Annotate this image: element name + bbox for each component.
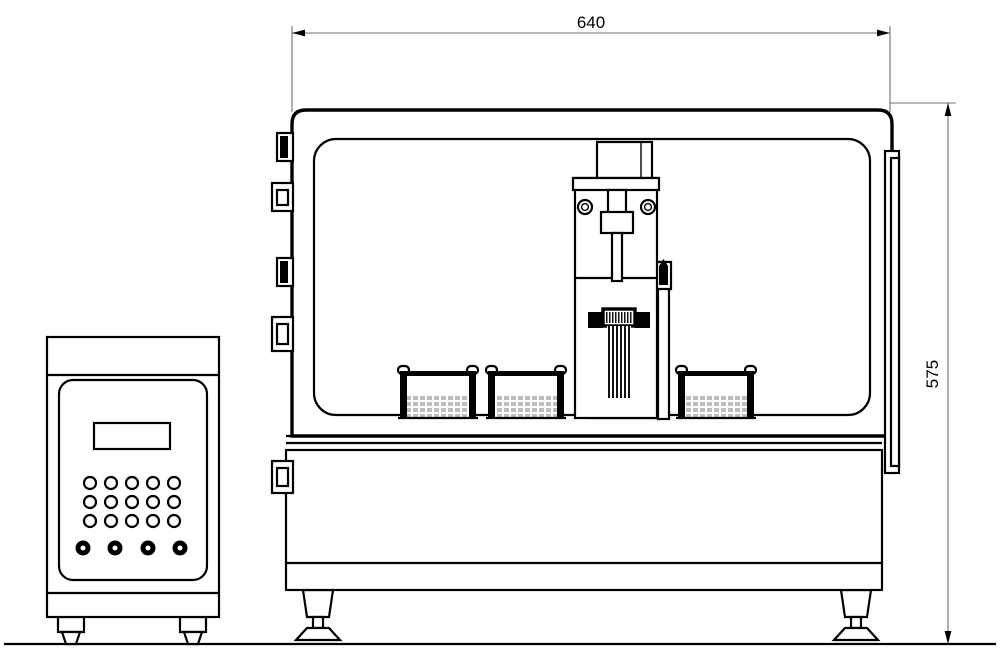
drive-shaft-lower [610, 231, 624, 283]
main-foot-right [831, 588, 881, 642]
console-foot-right [178, 615, 208, 646]
keypad-row[interactable] [82, 475, 182, 491]
keypad-row[interactable] [82, 494, 182, 510]
lcd-display-panel [92, 421, 172, 451]
dim-label-height: 575 [923, 360, 942, 388]
beaker-liquid [682, 394, 750, 418]
function-button[interactable] [75, 540, 91, 556]
dim-label-width: 640 [577, 13, 605, 32]
clamp-block [588, 312, 603, 328]
dim-arrow-left [292, 29, 305, 37]
lower-base-cabinet [284, 448, 884, 592]
function-button[interactable] [140, 540, 156, 556]
beaker [674, 364, 758, 420]
drive-head-plate [571, 176, 661, 192]
beaker [396, 364, 480, 420]
clamp-block [635, 312, 650, 328]
central-drive-mechanism[interactable] [571, 140, 673, 421]
left-edge-hinges-and-latches[interactable] [270, 131, 295, 495]
numeric-keypad[interactable] [82, 475, 182, 529]
latch-light[interactable] [270, 181, 295, 213]
dim-arrow-right [877, 29, 890, 37]
bolt-icon [576, 198, 594, 216]
beaker-liquid [404, 394, 472, 418]
basket-comb [606, 312, 632, 323]
control-console[interactable] [45, 335, 221, 646]
beaker [484, 364, 568, 420]
basket-rack-assembly[interactable] [588, 307, 650, 398]
latch-light[interactable] [270, 315, 295, 353]
hinge-dark[interactable] [275, 256, 295, 288]
basket-blades [607, 326, 631, 398]
function-button[interactable] [172, 540, 188, 556]
motor-housing [595, 140, 654, 180]
guide-rod-clamp[interactable] [654, 259, 673, 291]
hinge-dark-base[interactable] [270, 459, 295, 495]
drive-shaft-upper [606, 188, 628, 216]
dimension-overall-width: 640 [291, 13, 891, 112]
door-handle-bar[interactable] [883, 149, 901, 475]
bolt-icon [639, 198, 657, 216]
shaft-collar [599, 210, 635, 235]
console-foot-left [56, 615, 86, 646]
keypad-row[interactable] [82, 513, 182, 529]
head-mounting-bolts [576, 198, 657, 216]
dim-arrow-bottom [944, 631, 952, 644]
beaker-liquid [492, 394, 560, 418]
main-foot-left [293, 588, 343, 642]
function-button[interactable] [107, 540, 123, 556]
dim-arrow-top [944, 103, 952, 116]
function-button-row[interactable] [75, 540, 188, 556]
hinge-dark[interactable] [275, 131, 295, 163]
